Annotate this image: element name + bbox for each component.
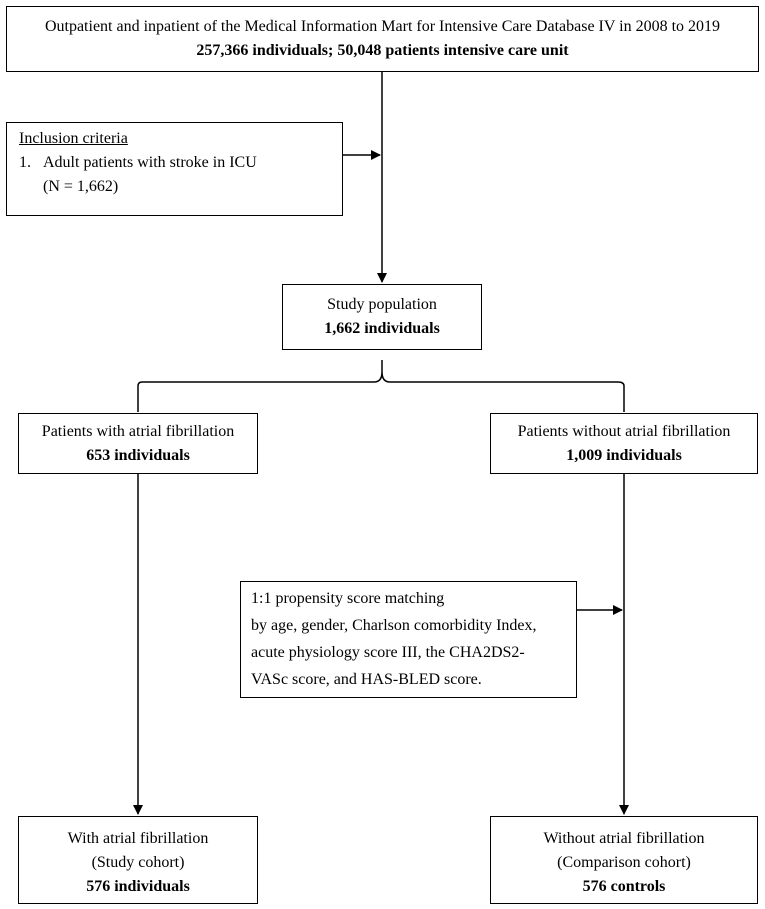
study-population-count: 1,662 individuals (324, 320, 440, 337)
study-cohort-sub: (Study cohort) (91, 854, 185, 871)
matching-criteria-box: 1:1 propensity score matching by age, ge… (240, 581, 577, 698)
comparison-cohort-count: 576 controls (582, 878, 666, 895)
non-af-group-box: Patients without atrial fibrillation 1,0… (490, 413, 758, 474)
study-population-box: Study population 1,662 individuals (282, 284, 482, 350)
non-af-group-count: 1,009 individuals (566, 447, 682, 464)
study-population-label: Study population (327, 296, 437, 313)
af-group-count: 653 individuals (86, 447, 190, 464)
matching-line-4: VASc score, and HAS-BLED score. (251, 671, 482, 688)
study-cohort-count: 576 individuals (86, 878, 190, 895)
matching-line-3: acute physiology score III, the CHA2DS2- (251, 644, 525, 661)
split-brace (137, 360, 625, 412)
af-group-label: Patients with atrial fibrillation (41, 423, 235, 440)
inclusion-item-count: (N = 1,662) (43, 178, 119, 195)
inclusion-heading: Inclusion criteria (19, 130, 128, 147)
source-counts: 257,366 individuals; 50,048 patients int… (196, 42, 569, 59)
comparison-cohort-box: Without atrial fibrillation (Comparison … (490, 816, 758, 904)
inclusion-item: 1. Adult patients with stroke in ICU (19, 151, 330, 175)
non-af-group-label: Patients without atrial fibrillation (517, 423, 731, 440)
source-box: Outpatient and inpatient of the Medical … (6, 6, 759, 72)
comparison-cohort-label: Without atrial fibrillation (543, 830, 705, 847)
matching-line-1: 1:1 propensity score matching (251, 590, 445, 607)
af-group-box: Patients with atrial fibrillation 653 in… (18, 413, 258, 474)
inclusion-item-text: Adult patients with stroke in ICU (43, 154, 257, 171)
study-cohort-label: With atrial fibrillation (67, 830, 209, 847)
study-cohort-box: With atrial fibrillation (Study cohort) … (18, 816, 258, 904)
matching-line-2: by age, gender, Charlson comorbidity Ind… (251, 617, 537, 634)
inclusion-item-number: 1. (19, 154, 31, 171)
comparison-cohort-sub: (Comparison cohort) (557, 854, 691, 871)
inclusion-criteria-box: Inclusion criteria 1. Adult patients wit… (6, 122, 343, 216)
source-description: Outpatient and inpatient of the Medical … (44, 18, 721, 35)
